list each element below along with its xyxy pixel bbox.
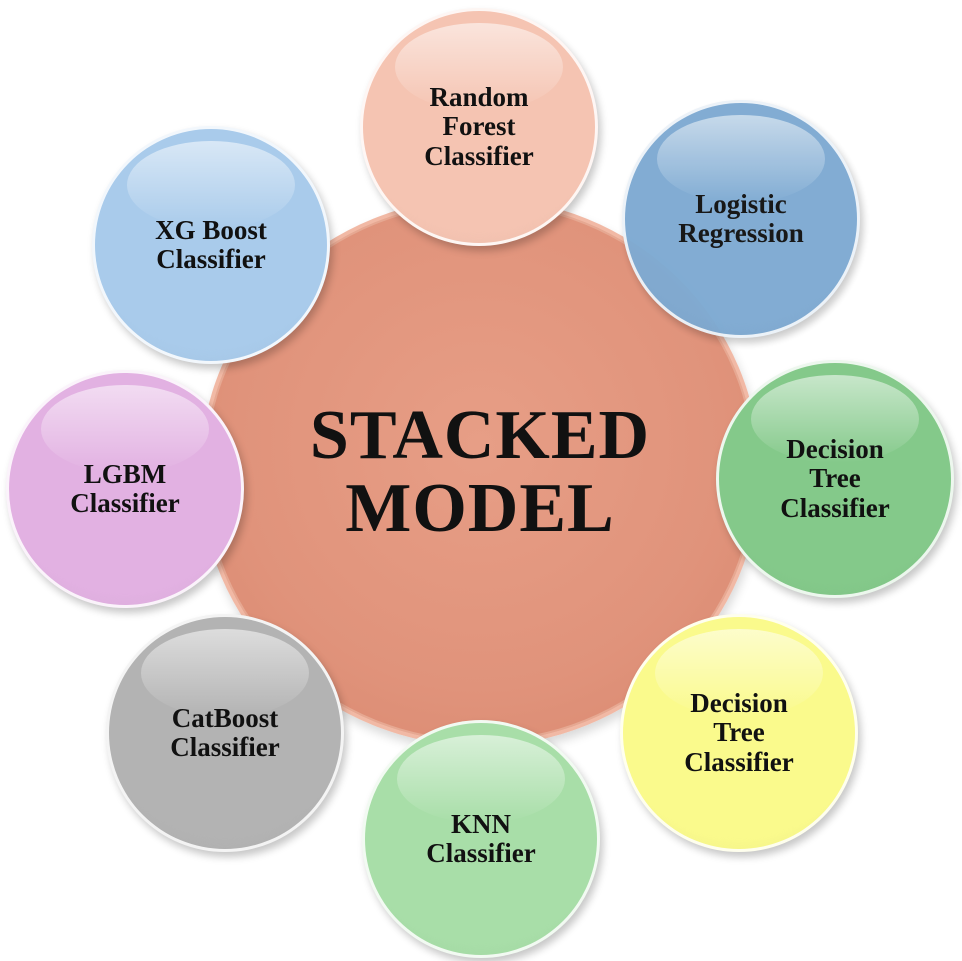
circle-label-line: Decision [690,688,788,719]
circle-label: CatBoost Classifier [156,702,293,762]
circle-label-line: KNN [450,808,511,839]
circle-label: LGBM Classifier [56,458,193,518]
circle-label: Random Forest Classifier [410,82,547,171]
circle-lgbm-classifier: LGBM Classifier [6,370,244,608]
circle-knn-classifier: KNN Classifier [362,720,600,958]
circle-label: KNN Classifier [412,808,549,868]
circle-xg-boost-classifier: XG Boost Classifier [92,126,330,364]
circle-label-line: Classifier [780,492,890,523]
circle-label-line: Logistic [695,188,787,219]
circle-label-line: Classifier [156,244,266,274]
circle-label: Decision Tree Classifier [766,434,903,523]
circle-label: Logistic Regression [664,188,818,248]
circle-random-forest-classifier: Random Forest Classifier [360,8,598,246]
circle-label: XG Boost Classifier [141,214,281,274]
circle-decision-tree-classifier-green: Decision Tree Classifier [716,360,954,598]
circle-label-line: Classifier [424,140,534,171]
circle-label-line: Decision [786,434,884,465]
center-label: STACKED MODEL [296,396,664,547]
center-label-line: MODEL [345,470,615,547]
circle-label-line: Classifier [70,488,180,518]
circle-decision-tree-classifier-yellow: Decision Tree Classifier [620,614,858,852]
circle-catboost-classifier: CatBoost Classifier [106,614,344,852]
circle-label: Decision Tree Classifier [670,688,807,777]
circle-label-line: LGBM [83,458,167,489]
circle-label-line: Classifier [170,732,280,762]
circle-label-line: Classifier [684,746,794,777]
circle-label-line: Forest [442,111,516,142]
circle-label-line: Random [429,82,529,113]
circle-label-line: Classifier [426,838,536,868]
circle-label-line: Tree [809,463,861,494]
center-label-line: STACKED [309,396,651,474]
circle-label-line: XG Boost [155,214,267,245]
circle-logistic-regression: Logistic Regression [622,100,860,338]
circle-label-line: Regression [678,218,804,248]
circle-label-line: Tree [713,717,765,748]
circle-label-line: CatBoost [171,702,279,733]
